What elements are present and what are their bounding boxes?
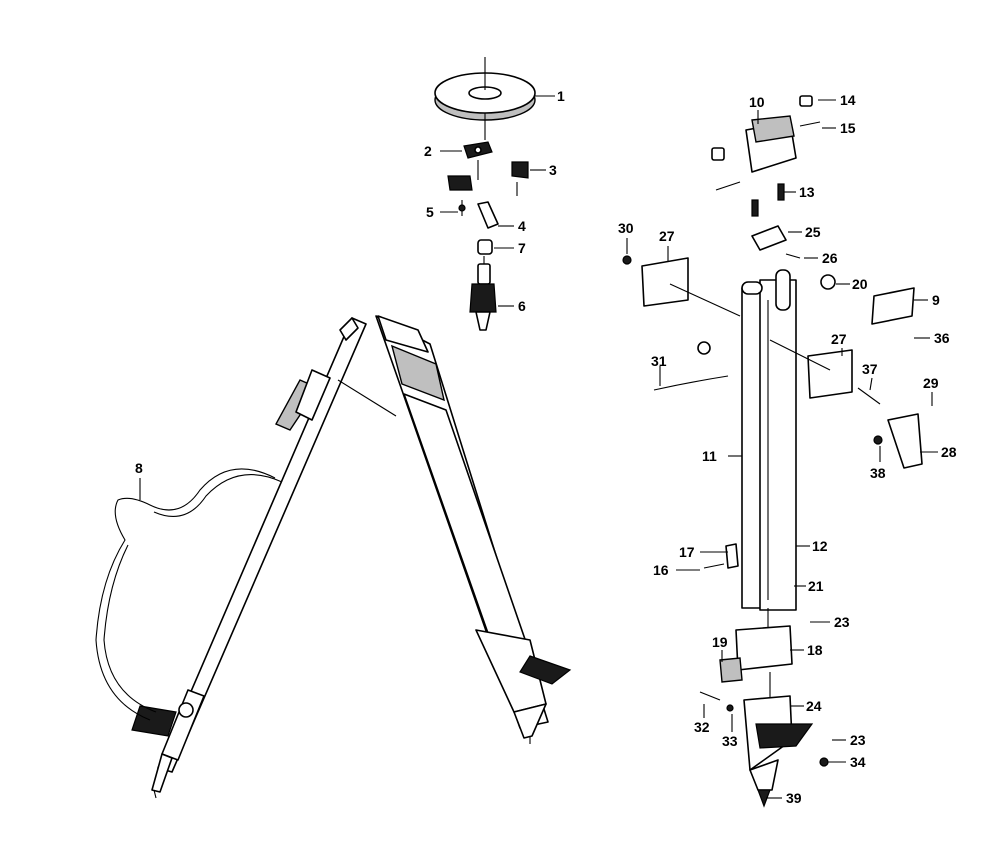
callout-label: 21 (808, 578, 824, 594)
callout-label: 27 (659, 228, 675, 244)
callout-label: 11 (702, 448, 717, 464)
callout-label: 36 (934, 330, 950, 346)
leg-exploded-assembly (622, 95, 923, 808)
callout-label: 4 (518, 218, 526, 234)
callout-label: 3 (549, 162, 557, 178)
callout-label: 18 (807, 642, 823, 658)
callout-label: 19 (712, 634, 728, 650)
callout-label: 34 (850, 754, 866, 770)
callout-label: 33 (722, 733, 738, 749)
callout-label: 12 (812, 538, 828, 554)
head-assembly (434, 57, 536, 331)
callout-label: 1 (557, 88, 565, 104)
callout-label: 23 (850, 732, 866, 748)
callout-label: 9 (932, 292, 940, 308)
callout-label: 16 (653, 562, 669, 578)
callout-label: 13 (799, 184, 815, 200)
callout-label: 10 (749, 94, 765, 110)
callout-label: 24 (806, 698, 822, 714)
callout-label: 37 (862, 361, 878, 377)
callout-label: 23 (834, 614, 850, 630)
callout-label: 30 (618, 220, 634, 236)
callout-label: 28 (941, 444, 957, 460)
callout-label: 31 (651, 353, 667, 369)
callout-label: 27 (831, 331, 847, 347)
callout-label: 25 (805, 224, 821, 240)
callout-label: 39 (786, 790, 802, 806)
assembled-tripod (95, 315, 572, 799)
callout-label: 26 (822, 250, 838, 266)
callout-label: 17 (679, 544, 695, 560)
leader-lines (139, 95, 938, 799)
callout-label: 6 (518, 298, 526, 314)
callout-label: 20 (852, 276, 868, 292)
callout-label: 29 (923, 375, 939, 391)
callout-label: 7 (518, 240, 526, 256)
callout-label: 14 (840, 92, 856, 108)
callout-label: 5 (426, 204, 434, 220)
callout-label: 15 (840, 120, 856, 136)
callout-label: 2 (424, 143, 432, 159)
callout-labels: 1 2 3 4 5 6 7 8 9 10 11 12 13 14 15 16 1… (135, 88, 957, 806)
callout-label: 8 (135, 460, 143, 476)
callout-label: 32 (694, 719, 710, 735)
callout-label: 38 (870, 465, 886, 481)
